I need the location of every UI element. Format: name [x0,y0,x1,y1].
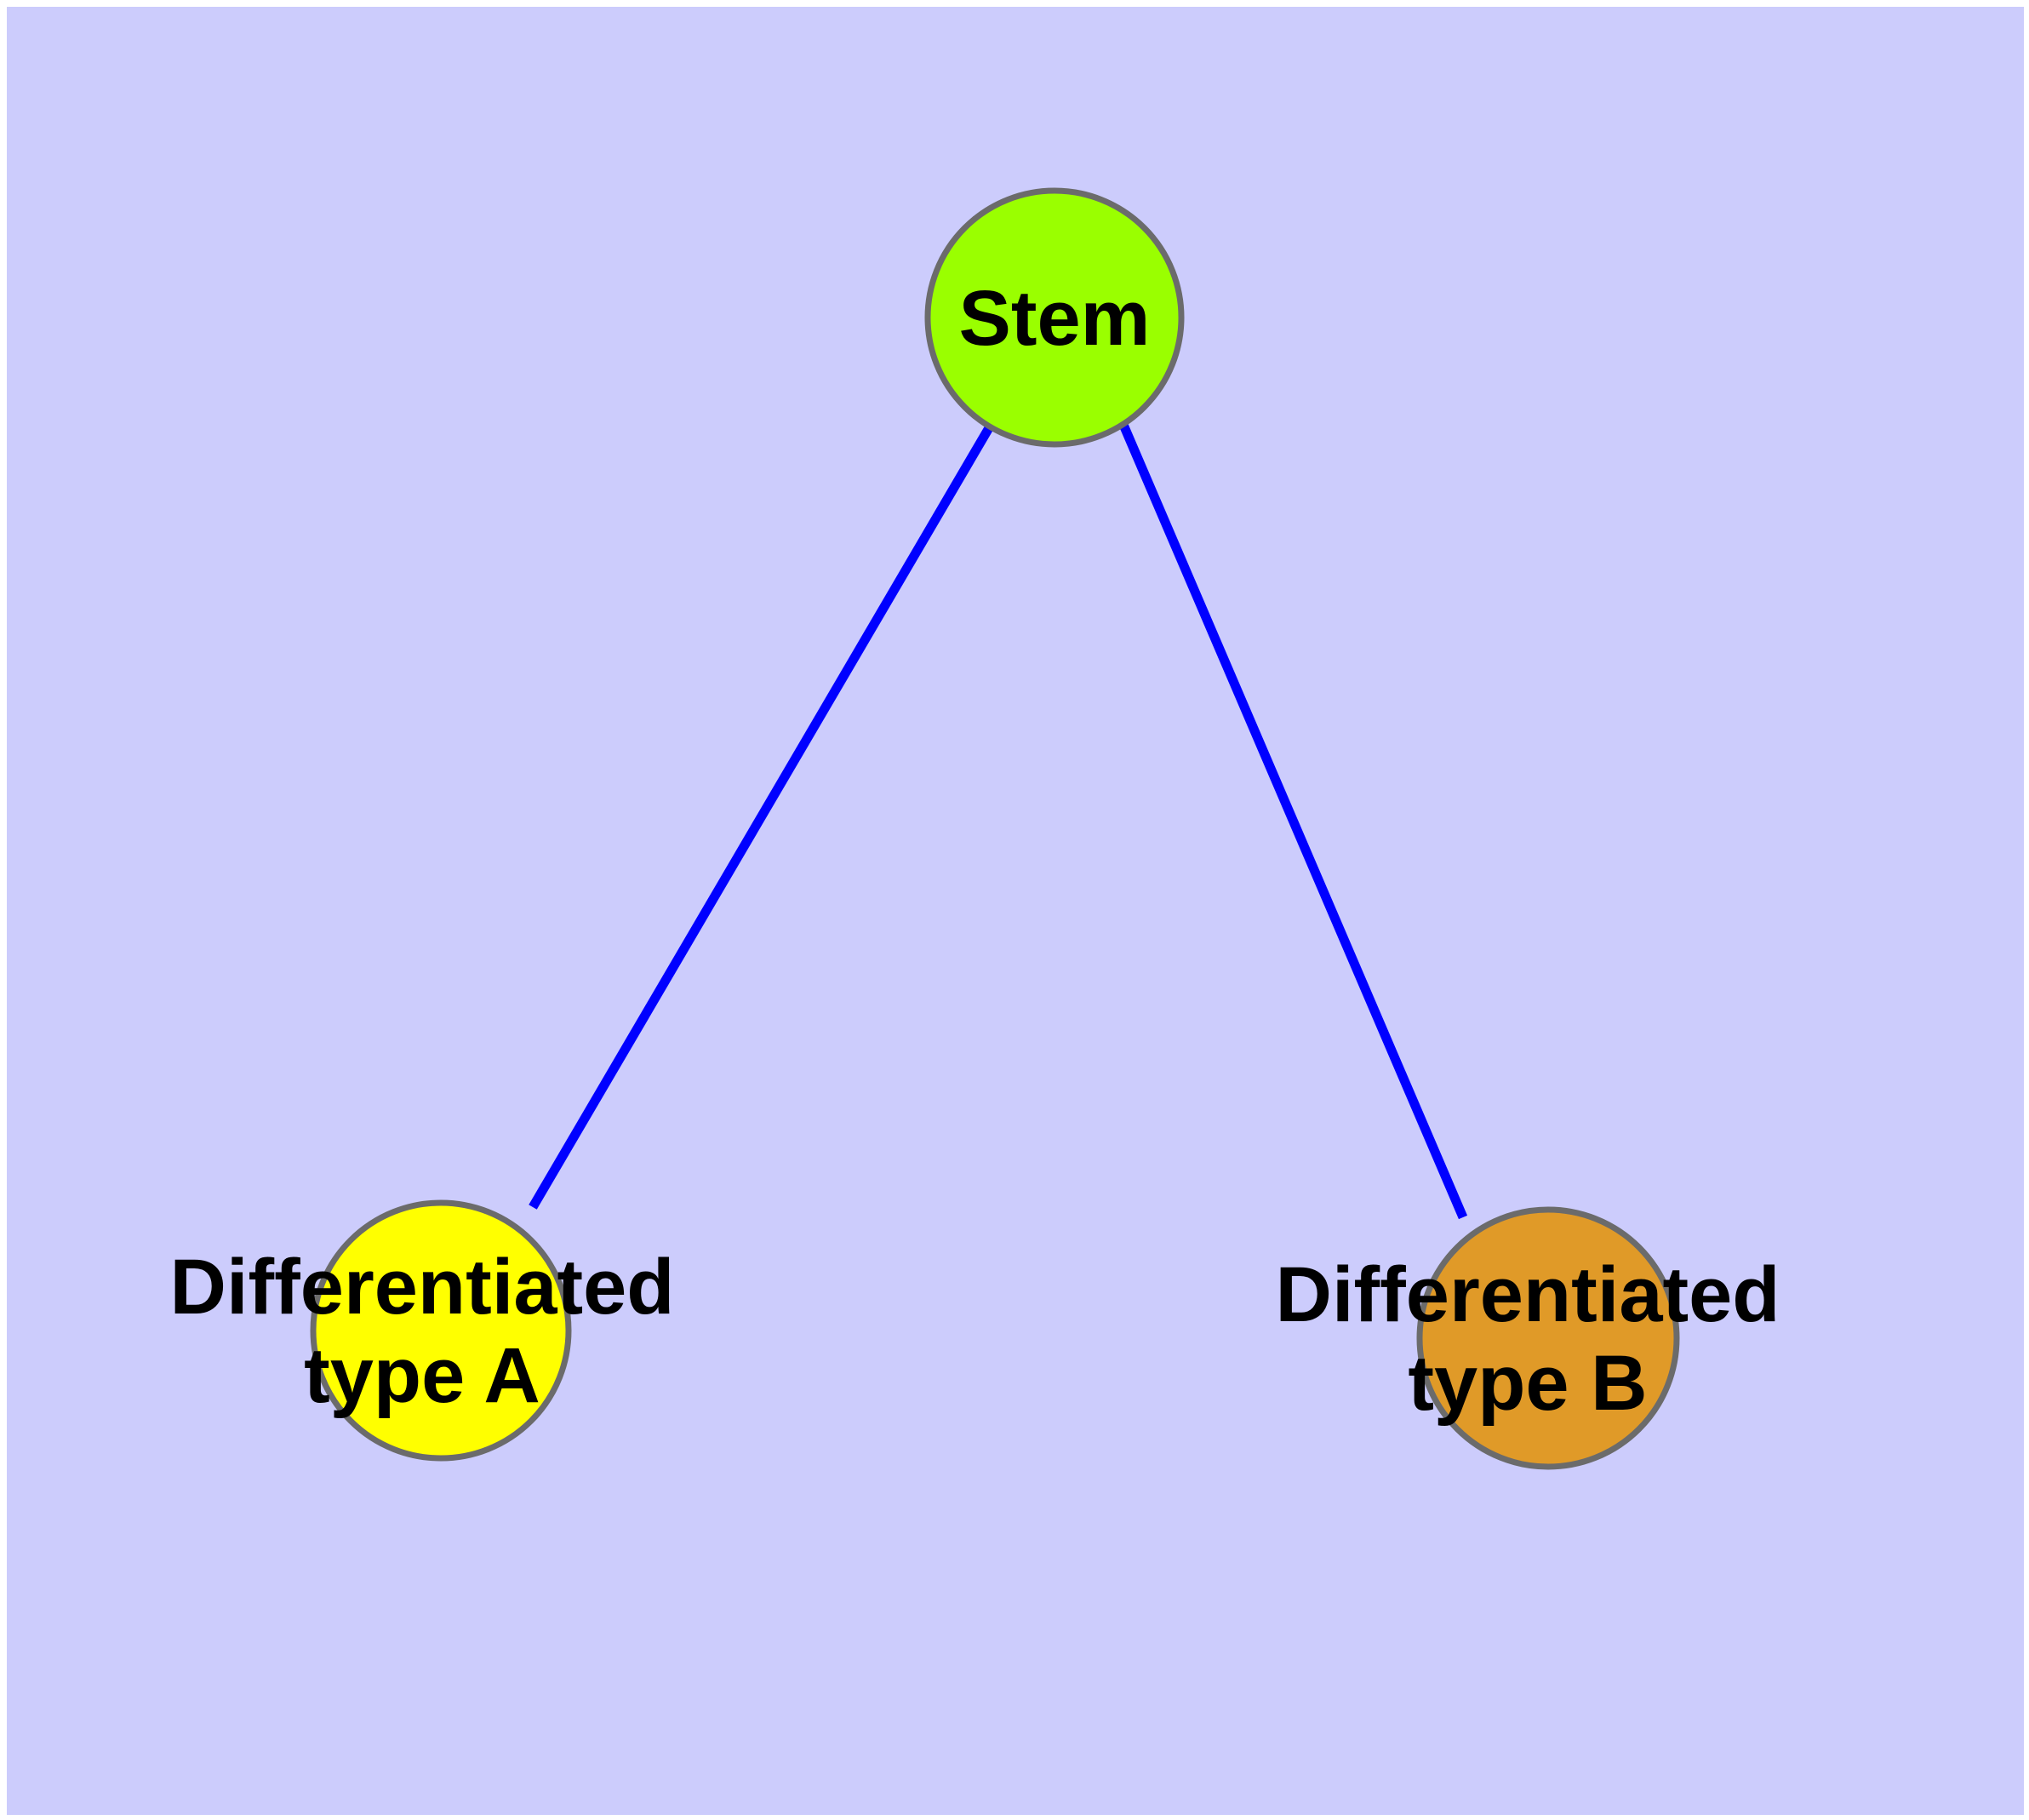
edges-group [529,422,1468,1220]
node-differentiated-type-b-circle[interactable] [1416,1206,1680,1470]
node-stem-circle[interactable] [924,187,1185,448]
node-label-line: Differentiated [1276,1251,1780,1338]
node-label-line: type A [304,1332,540,1419]
node-label-line: type B [1408,1340,1647,1427]
edge-stem-to-differentiated-type-b [1118,422,1468,1220]
edge-stem-to-differentiated-type-a [529,424,994,1210]
node-stem-label: Stem [959,275,1151,362]
node-label-line: Stem [959,275,1151,362]
node-differentiated-type-a-circle[interactable] [310,1199,572,1462]
node-label-line: Differentiated [170,1244,675,1331]
nodes-group [310,187,1680,1470]
